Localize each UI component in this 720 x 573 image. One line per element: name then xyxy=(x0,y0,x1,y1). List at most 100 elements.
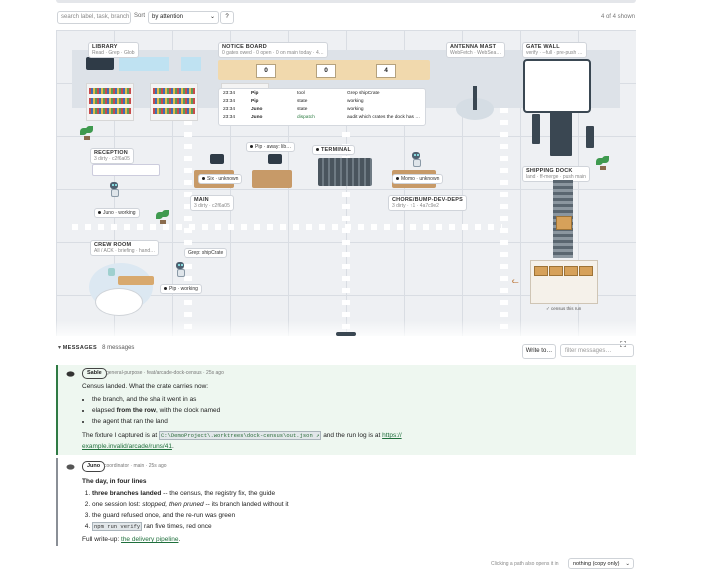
bookshelf xyxy=(150,83,198,121)
messages-panel: ▾ MESSAGES 8 messages Write to… filter m… xyxy=(0,336,720,546)
messages-header[interactable]: ▾ MESSAGES 8 messages xyxy=(58,345,135,351)
crew-room-title: CREW ROOM xyxy=(94,242,132,248)
messages-title: MESSAGES xyxy=(62,345,98,351)
terminal-title: TERMINAL xyxy=(321,147,352,153)
open-with-value: nothing (copy only) xyxy=(573,561,620,567)
agent-six-label[interactable]: Six · unknown xyxy=(198,174,243,184)
notice-counter: 0 xyxy=(316,64,336,78)
notice-board-title: NOTICE BOARD xyxy=(222,44,267,50)
library-screen xyxy=(86,57,114,70)
sort-value: by attention xyxy=(152,14,184,20)
run-log-link[interactable]: https:// xyxy=(382,432,402,439)
reception-desk xyxy=(92,164,160,176)
run-log-link-cont[interactable]: example.invalid/arcade/runs/41 xyxy=(82,443,172,450)
map-resize-handle[interactable] xyxy=(336,332,356,336)
terminal-console xyxy=(318,158,372,186)
notice-counter: 4 xyxy=(376,64,396,78)
cooler-icon xyxy=(108,268,115,276)
map-fade xyxy=(56,320,636,336)
crate-icon xyxy=(534,266,548,276)
sort-label: Sort xyxy=(134,13,146,19)
walkway xyxy=(72,224,502,230)
walkway xyxy=(184,108,192,336)
main-title: MAIN xyxy=(194,197,209,203)
crate-icon xyxy=(564,266,578,276)
author-badge[interactable]: Sable xyxy=(82,368,107,379)
list-item: one session lost: stopped, then pruned -… xyxy=(92,499,289,510)
chore-sub: 3 dirty · ↑1 · 4a7c9e2 xyxy=(392,203,439,209)
agent-pip-bubble: Grep: shipCrate xyxy=(184,248,228,258)
agent-avatar-icon xyxy=(66,463,75,470)
message-card: Sable general-purpose · feat/arcade-dock… xyxy=(56,365,636,455)
antenna-mast-icon xyxy=(473,86,477,110)
fixture-line-cont: example.invalid/arcade/runs/41. xyxy=(82,443,174,450)
agent-juno-label[interactable]: Juno · working xyxy=(94,208,140,218)
crew-room-sub: All / ACK · briefing · hand… xyxy=(94,248,156,254)
message-meta: coordinator · main · 25s ago xyxy=(104,463,167,469)
agent-pip-icon[interactable] xyxy=(174,262,186,277)
sort-select[interactable]: by attention⌄ xyxy=(148,11,219,24)
search-input[interactable]: search label, task, branch xyxy=(57,11,131,24)
open-with-select[interactable]: nothing (copy only) ⌄ xyxy=(568,558,634,569)
main-sub: 3 dirty · c2f6a05 xyxy=(194,203,230,209)
reception-title: RECEPTION xyxy=(94,150,128,156)
writeup-line: Full write-up: the delivery pipeline. xyxy=(82,536,181,543)
notice-counter: 0 xyxy=(256,64,276,78)
open-path-hint: Clicking a path also opens it in xyxy=(491,561,559,567)
agent-pip-away-label[interactable]: Pip · away: lib… xyxy=(246,142,296,152)
library-window xyxy=(181,57,201,71)
pipeline-link[interactable]: the delivery pipeline xyxy=(121,536,179,543)
filter-messages-input[interactable]: filter messages… xyxy=(560,344,634,357)
gate-wall-title: GATE WALL xyxy=(526,44,560,50)
gate-wall-sub: verify · --full · pre-push … xyxy=(526,50,583,56)
server-rack xyxy=(532,114,540,144)
gate-console xyxy=(550,112,572,156)
top-toolbar: search label, task, branch Sort by atten… xyxy=(0,0,720,34)
author-badge[interactable]: Juno xyxy=(82,461,106,472)
list-item: the guard refused once, and the re-run w… xyxy=(92,510,289,521)
agent-momo-icon[interactable] xyxy=(410,152,422,167)
message-intro: Census landed. What the crate carries no… xyxy=(82,383,209,390)
monitor xyxy=(268,154,282,164)
message-meta: general-purpose · feat/arcade-dock-censu… xyxy=(106,370,224,376)
footer-bar: Clicking a path also opens it in nothing… xyxy=(0,556,720,573)
crate-icon xyxy=(556,216,572,230)
message-body: The day, in four lines three branches la… xyxy=(82,476,289,545)
plant-icon xyxy=(596,156,610,170)
shipping-dock-sub: land · ff-merge · push main xyxy=(526,174,586,180)
help-button[interactable]: ? xyxy=(220,11,234,24)
agent-momo-label[interactable]: Momo · unknown xyxy=(392,174,444,184)
notice-board-sub: 0 gates owed · 0 open · 0 on main today … xyxy=(222,50,324,56)
shipping-dock-title: SHIPPING DOCK xyxy=(526,168,573,174)
shown-count: 4 of 4 shown xyxy=(600,14,635,20)
message-body: Census landed. What the crate carries no… xyxy=(82,381,402,452)
main-desk xyxy=(252,170,292,188)
terminal-tag[interactable]: TERMINAL xyxy=(312,145,356,155)
antenna-title: ANTENNA MAST xyxy=(450,44,497,50)
fox-icon: ᓚ xyxy=(512,276,519,285)
agent-juno-icon[interactable] xyxy=(108,182,120,197)
file-path-link[interactable]: C:\DemoProject\.worktrees\dock-census\ou… xyxy=(158,431,322,440)
message-card: Juno coordinator · main · 25s ago The da… xyxy=(56,458,636,546)
agent-pip-working-label[interactable]: Pip · working xyxy=(160,284,202,294)
reception-sub: 3 dirty · c2f6a05 xyxy=(94,156,130,162)
chevron-down-icon: ⌄ xyxy=(625,561,630,567)
expand-icon[interactable]: ⛶ xyxy=(620,340,626,349)
gate-wall-screen xyxy=(523,59,591,113)
monitor xyxy=(210,154,224,164)
write-to-button[interactable]: Write to… xyxy=(522,344,556,359)
fixture-line: The fixture I captured is at C:\DemoProj… xyxy=(82,431,402,440)
